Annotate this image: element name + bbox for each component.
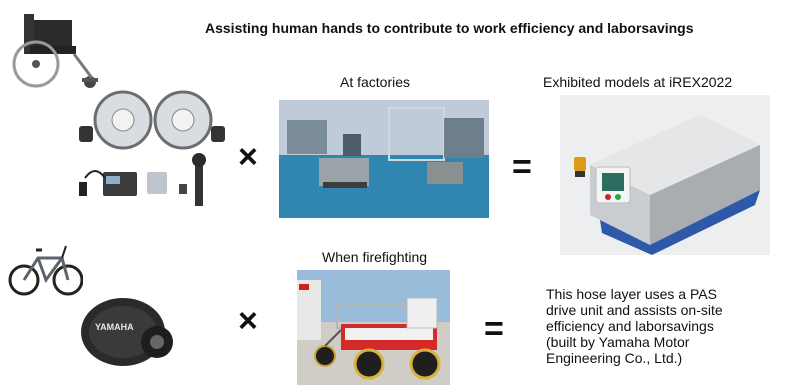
caption-firefighting: When firefighting xyxy=(322,249,428,265)
caption-factories: At factories xyxy=(340,74,411,90)
description-line: Engineering Co., Ltd.) xyxy=(546,350,683,366)
svg-text:YAMAHA: YAMAHA xyxy=(95,322,134,332)
hose-layer-description: This hose layer uses a PAS drive unit an… xyxy=(546,286,786,366)
wheelchair-image xyxy=(12,14,98,88)
description-line: efficiency and laborsavings xyxy=(546,318,714,334)
power-assist-wheel-kit-image xyxy=(79,90,225,206)
e-bike-image xyxy=(8,245,83,296)
headline: Assisting human hands to contribute to w… xyxy=(205,20,694,36)
hose-layer-photo xyxy=(297,270,450,385)
factory-photo xyxy=(279,100,489,218)
equals-operator-top: = xyxy=(512,148,532,186)
description-line: drive unit and assists on-site xyxy=(546,302,723,318)
description-line: This hose layer uses a PAS xyxy=(546,286,717,302)
exhibited-model-photo xyxy=(560,95,770,255)
caption-exhibited: Exhibited models at iREX2022 xyxy=(543,74,733,90)
times-operator-bottom: × xyxy=(238,302,258,340)
description-line: (built by Yamaha Motor xyxy=(546,334,690,350)
pas-drive-unit-image: YAMAHA xyxy=(81,298,173,366)
equals-operator-bottom: = xyxy=(484,310,504,348)
times-operator-top: × xyxy=(238,138,258,176)
